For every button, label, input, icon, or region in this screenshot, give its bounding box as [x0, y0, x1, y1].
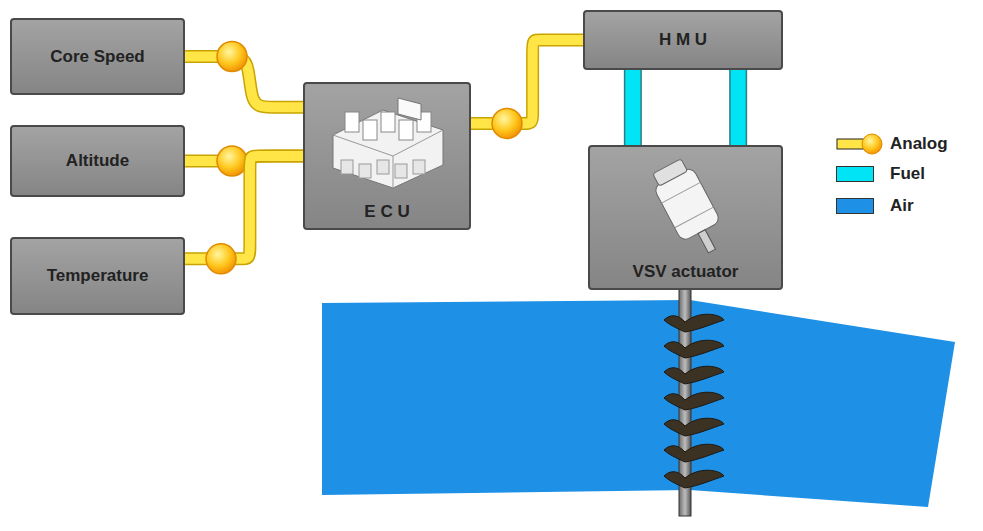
line-outline: [185, 156, 303, 259]
signal-dot: [217, 146, 247, 176]
vane: [664, 418, 724, 436]
sensor-box: Altitude: [10, 125, 185, 197]
analog-signal-line: [185, 156, 303, 274]
ecu-illustration: [323, 90, 453, 190]
vane: [664, 444, 724, 462]
actuator-box: VSV actuator: [588, 145, 783, 290]
line-core: [185, 156, 303, 259]
vane: [664, 392, 724, 410]
line-core: [731, 69, 746, 146]
vane: [664, 366, 724, 384]
sensor-box: Temperature: [10, 237, 185, 315]
hmu-box: H M U: [583, 10, 783, 70]
legend-label: Fuel: [890, 164, 925, 184]
line-outline: [624, 69, 642, 146]
analog-signal-line: [185, 42, 303, 108]
node-label: Core Speed: [50, 47, 144, 67]
stator-vanes: [664, 314, 724, 488]
fuel-line: [632, 69, 633, 146]
sensor-box: Core Speed: [10, 18, 185, 95]
vane: [664, 314, 724, 332]
node-label: Altitude: [66, 151, 129, 171]
vane: [664, 340, 724, 358]
air-duct: [322, 300, 955, 507]
vane: [664, 470, 724, 488]
actuator-illustration: [628, 151, 748, 261]
node-label: Temperature: [47, 266, 149, 286]
signal-dot: [206, 244, 236, 274]
node-label: H M U: [659, 30, 707, 50]
signal-dot: [217, 42, 247, 72]
signal-dot: [492, 108, 522, 138]
legend-row: Fuel: [836, 164, 925, 184]
analog-signal-line: [471, 40, 583, 138]
legend-swatch: [836, 198, 874, 214]
line-outline: [729, 69, 747, 146]
ecu-box: E C U: [303, 82, 471, 230]
legend-row: Air: [836, 196, 914, 216]
legend-row: Analog: [836, 132, 948, 156]
legend-sample: [836, 132, 884, 156]
line-outline: [471, 40, 583, 123]
node-label: E C U: [364, 202, 409, 222]
line-core: [471, 40, 583, 123]
node-label: VSV actuator: [633, 262, 739, 282]
legend-label: Analog: [890, 134, 948, 154]
legend-label: Air: [890, 196, 914, 216]
legend-swatch: [836, 166, 874, 182]
fuel-line: [738, 69, 739, 146]
line-core: [625, 69, 640, 146]
